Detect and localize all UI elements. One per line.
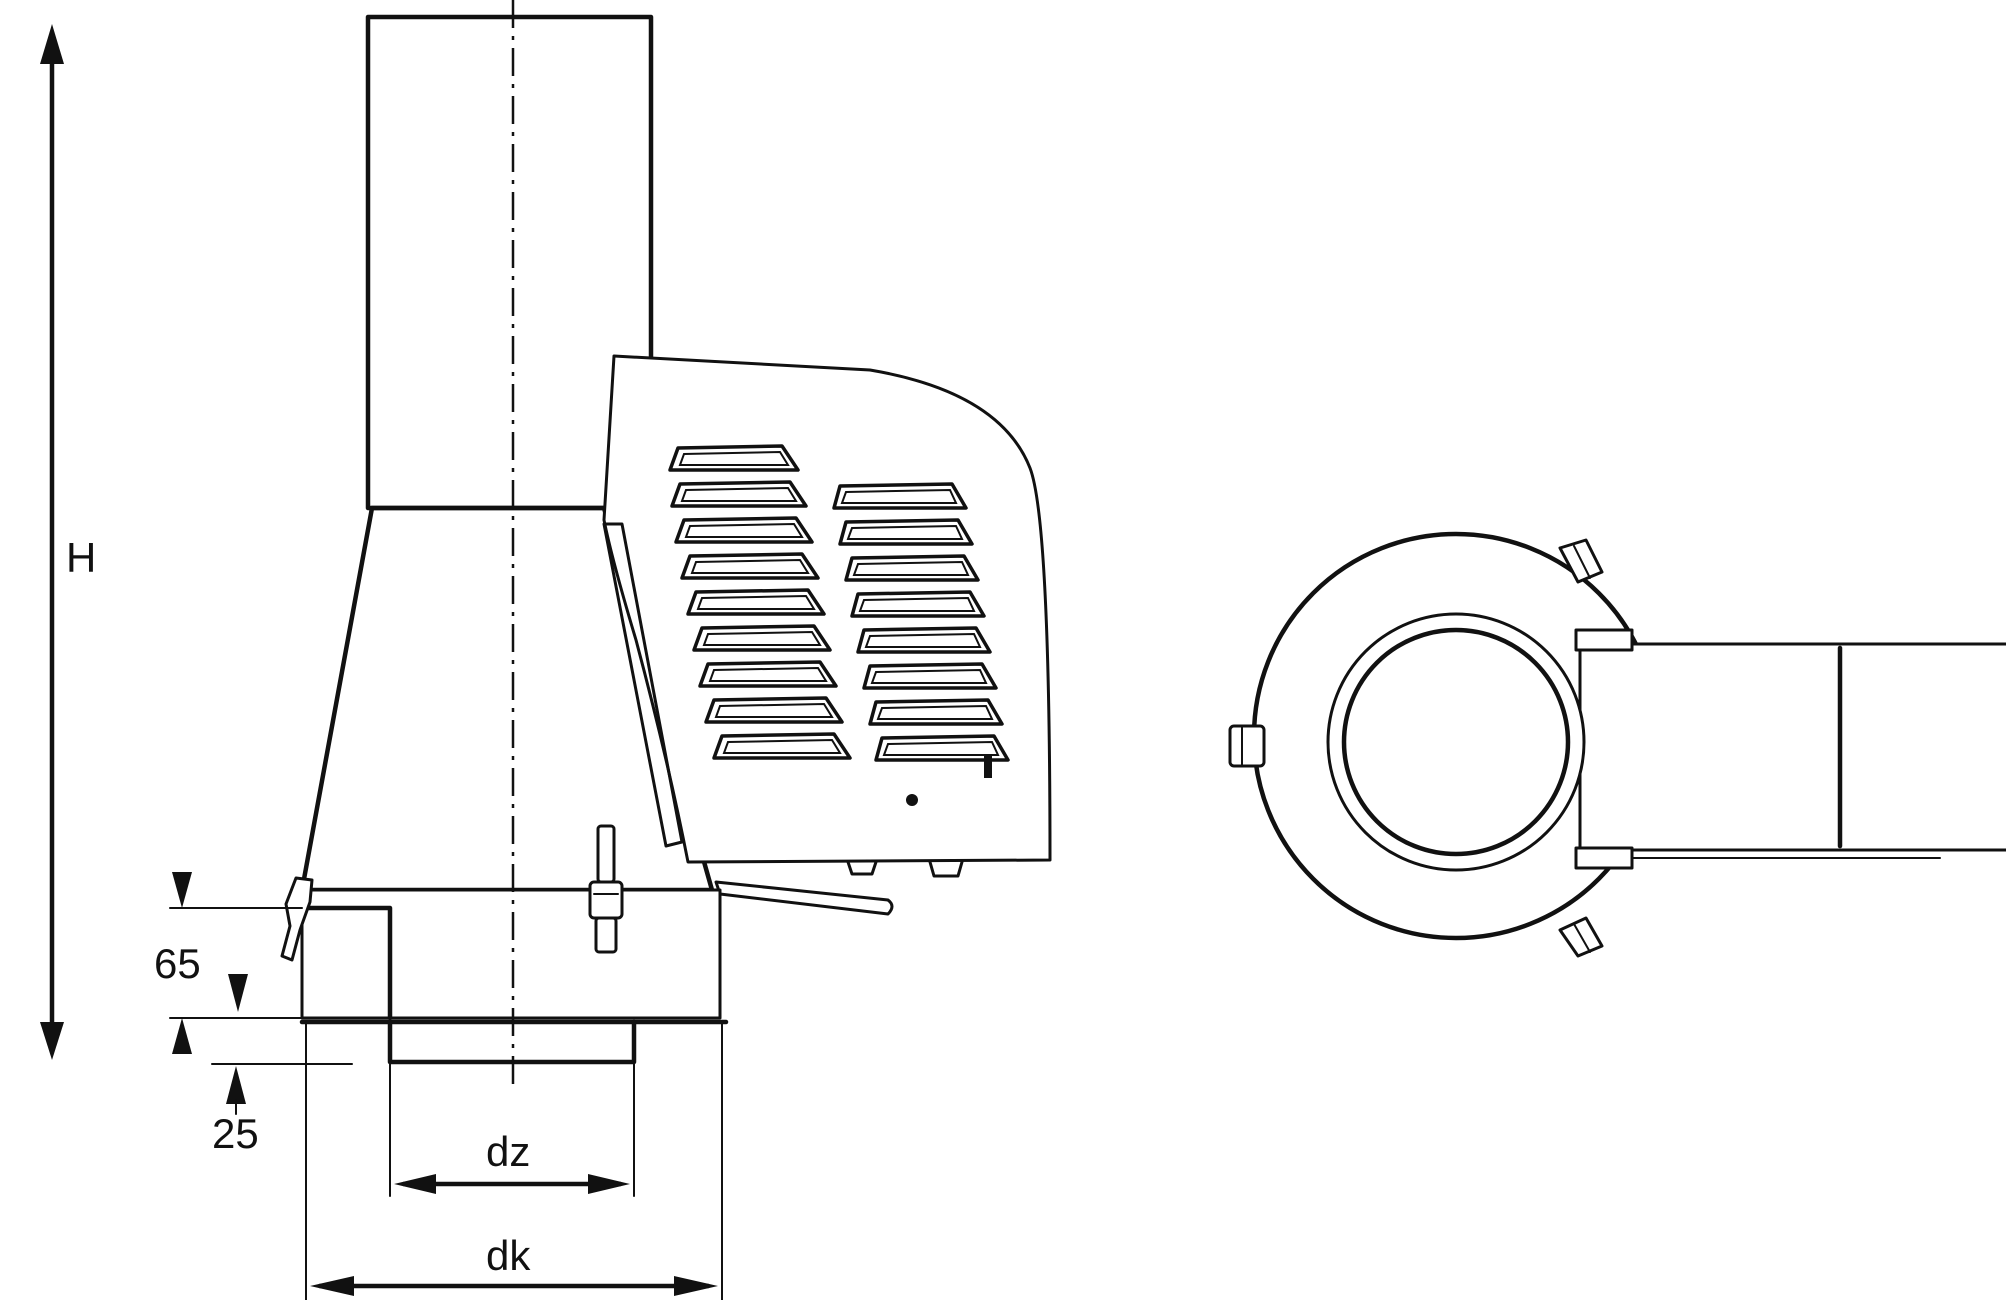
housing-screw <box>906 794 918 806</box>
dim-label-flange-height: 65 <box>154 940 201 987</box>
louvers-left-column <box>668 444 852 760</box>
hinge-strip <box>602 522 684 848</box>
left-clamp <box>280 876 314 962</box>
flange-step <box>299 905 393 1021</box>
motor-arm-bracket-bottom <box>1574 846 1634 870</box>
housing-feet <box>846 860 964 878</box>
lever-handle <box>714 880 894 916</box>
top-view-clamp-lower <box>1558 916 1604 958</box>
dim-label-height: H <box>66 534 96 581</box>
top-view-clamp-upper <box>1558 538 1604 584</box>
top-view <box>1228 531 2006 958</box>
motor-arm <box>1578 642 2006 852</box>
base-bolt <box>588 824 624 954</box>
pipe-outer-ring <box>1326 612 1586 872</box>
motor-arm-bracket-top <box>1574 628 1634 652</box>
dim-label-spigot-diameter: dz <box>486 1128 530 1175</box>
top-view-clamp-left <box>1228 724 1266 768</box>
housing-tab <box>984 754 992 778</box>
side-view <box>280 0 1052 1090</box>
dimensions: H 65 25 dz dk <box>40 24 723 1300</box>
base-body <box>300 888 722 1020</box>
louvers-right-column <box>832 482 1010 762</box>
pipe-inner-ring <box>1341 627 1571 857</box>
dim-label-spigot-height: 25 <box>212 1110 259 1157</box>
dim-label-base-diameter: dk <box>486 1232 531 1279</box>
